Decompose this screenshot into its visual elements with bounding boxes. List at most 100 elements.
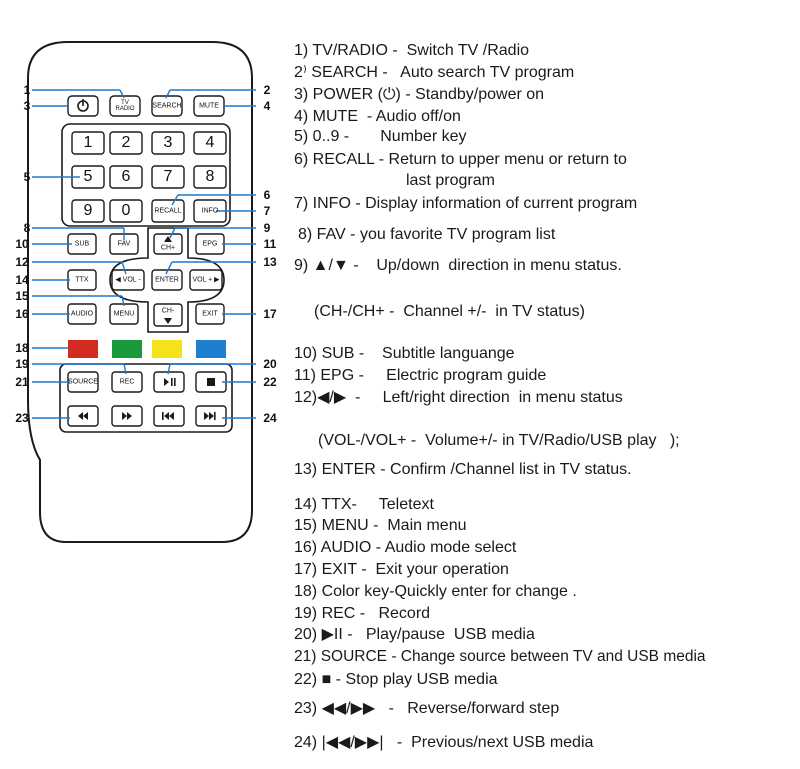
callout-14: 14 (15, 273, 29, 287)
key-1 (71, 131, 105, 155)
key-8-label: 8 (205, 168, 215, 185)
callout-19: 19 (15, 357, 29, 371)
vol-minus-text: VOL - (122, 276, 141, 284)
desc-6: 6) RECALL - Return to upper menu or retu… (294, 151, 627, 168)
epg-label: EPG (202, 240, 218, 248)
tv-radio-label: TV RADIO (115, 100, 135, 112)
fav-label: FAV (117, 240, 131, 248)
info-label: INFO (201, 207, 219, 215)
desc-12-volume: (VOL-/VOL+ - Volume+/- in TV/Radio/USB p… (318, 432, 680, 449)
callout-4: 4 (263, 99, 271, 113)
up-arrow-icon (164, 236, 172, 242)
desc-16: 16) AUDIO - Audio mode select (294, 539, 517, 556)
remote-diagram: TV RADIO SEARCH MUTE 1 2 3 4 5 6 7 8 9 0… (0, 0, 290, 769)
key-9 (71, 199, 105, 223)
key-4-label: 4 (205, 134, 215, 151)
desc-13: 13) ENTER - Confirm /Channel list in TV … (294, 461, 632, 478)
rec-button (111, 371, 143, 393)
rewind-icon (78, 412, 83, 420)
rec-label: REC (119, 378, 135, 386)
key-4 (193, 131, 227, 155)
key-2-label: 2 (121, 134, 131, 151)
vol-plus-label: VOL + ▶ (192, 276, 220, 284)
next-icon (204, 412, 209, 420)
ch-plus-label: CH+ (160, 244, 176, 252)
callout-11: 11 (263, 237, 277, 251)
audio-label: AUDIO (70, 310, 94, 318)
callout-3: 3 (23, 99, 31, 113)
previous-icon (164, 412, 169, 420)
desc-7: 7) INFO - Display information of current… (294, 195, 638, 212)
green-key (112, 340, 142, 358)
search-label: SEARCH (152, 102, 182, 110)
key-1-label: 1 (83, 134, 93, 151)
desc-10: 10) SUB - Subtitle languange (294, 345, 515, 362)
navigation-pad-frame (109, 227, 225, 333)
key-3-label: 3 (163, 134, 173, 151)
key-7-label: 7 (163, 168, 173, 185)
callout-24: 24 (263, 411, 277, 425)
number-pad-frame (61, 123, 231, 227)
remote-drawing (27, 41, 256, 543)
callout-15: 15 (15, 289, 29, 303)
callout-17: 17 (263, 307, 277, 321)
desc-15: 15) MENU - Main menu (294, 517, 467, 534)
enter-label: ENTER (155, 276, 179, 284)
desc-18: 18) Color key-Quickly enter for change . (294, 583, 577, 600)
callout-5: 5 (23, 170, 31, 184)
callout-20: 20 (263, 357, 277, 371)
desc-6-continued: last program (406, 172, 495, 189)
callout-7: 7 (263, 204, 271, 218)
desc-19: 19) REC - Record (294, 605, 431, 622)
sub-label: SUB (74, 240, 90, 248)
callout-12: 12 (15, 255, 29, 269)
key-0-label: 0 (121, 202, 131, 219)
mute-label: MUTE (199, 102, 219, 110)
callout-8: 8 (23, 221, 31, 235)
recall-button (151, 199, 185, 223)
desc-24: 24) |◀◀/▶▶| - Previous/next USB media (294, 734, 594, 751)
down-arrow-icon (164, 318, 172, 324)
desc-12: 12)◀/▶ - Left/right direction in menu st… (294, 389, 623, 406)
key-2 (109, 131, 143, 155)
desc-2: 2⁾ SEARCH - Auto search TV program (294, 64, 575, 81)
desc-3: 3) POWER (⏻) - Standby/power on (294, 86, 545, 103)
key-3 (151, 131, 185, 155)
key-6 (109, 165, 143, 189)
callout-16: 16 (15, 307, 29, 321)
ch-plus-button (153, 233, 183, 255)
key-0 (109, 199, 143, 223)
callout-22: 22 (263, 375, 277, 389)
callout-6: 6 (263, 188, 271, 202)
desc-14: 14) TTX- Teletext (294, 496, 434, 513)
vol-minus-label: ◀ VOL - (115, 276, 141, 284)
desc-23: 23) ◀◀/▶▶ - Reverse/forward step (294, 700, 560, 717)
vol-minus-button (111, 269, 145, 291)
play-icon (164, 378, 169, 386)
key-6-label: 6 (121, 168, 131, 185)
blue-key (196, 340, 226, 358)
tv-radio-button (109, 95, 141, 117)
menu-label: MENU (113, 310, 135, 318)
desc-21: 21) SOURCE - Change source between TV an… (294, 648, 706, 665)
key-8 (193, 165, 227, 189)
key-9-label: 9 (83, 202, 93, 219)
enter-button (151, 269, 183, 291)
ch-minus-label: CH- (161, 307, 175, 315)
desc-1: 1) TV/RADIO - Switch TV /Radio (294, 42, 530, 59)
desc-20: 20) ▶II - Play/pause USB media (294, 626, 535, 643)
callout-10: 10 (15, 237, 29, 251)
desc-22: 22) ■ - Stop play USB media (294, 671, 498, 688)
vol-plus-text: VOL + (192, 276, 213, 284)
ttx-label: TTX (75, 276, 89, 284)
desc-5: 5) 0..9 - Number key (294, 128, 467, 145)
callout-1: 1 (23, 83, 31, 97)
stop-icon (207, 378, 215, 386)
ch-minus-button (153, 303, 183, 327)
key-7 (151, 165, 185, 189)
transport-frame (59, 363, 233, 433)
desc-8: 8) FAV - you favorite TV program list (298, 226, 556, 243)
callout-13: 13 (263, 255, 277, 269)
forward-icon (122, 412, 127, 420)
desc-9-channel: (CH-/CH+ - Channel +/- in TV status) (314, 303, 585, 320)
